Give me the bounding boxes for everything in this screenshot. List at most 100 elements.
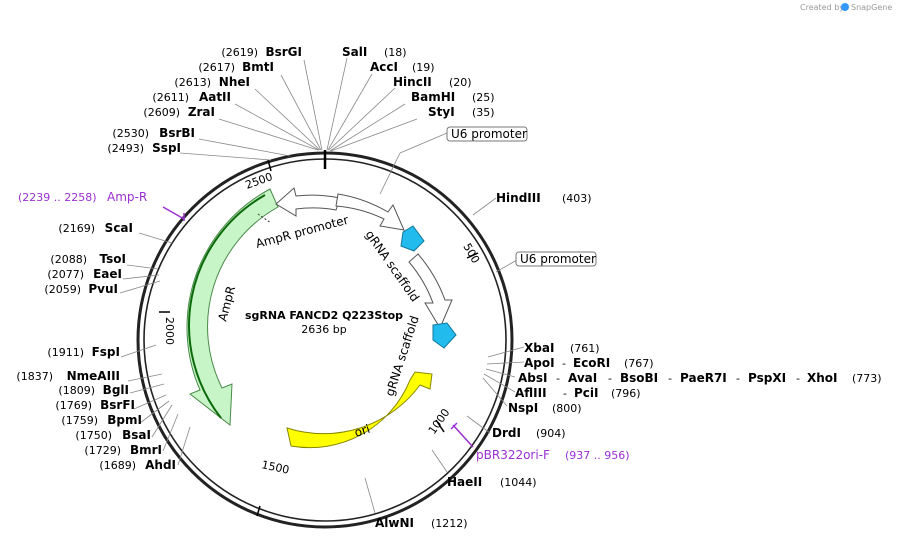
enzyme-nspi: NspI [508,401,538,415]
pbr322-label: pBR322ori-F [476,448,550,462]
leader-lines-right [326,57,525,514]
pos-xbai: (761) [570,342,600,355]
enzyme-pspxi: PspXI [748,371,786,385]
sep-absi-5: - [796,372,800,385]
enzyme-nhei: NheI [219,75,250,89]
pos-fspi: (1911) [47,346,84,359]
u6-promoter-2-box [515,251,597,267]
pos-bmri: (1729) [84,444,121,457]
enzyme-paer7i: PaeR7I [680,371,727,385]
pos-sali: (18) [384,46,407,59]
enzyme-aatii: AatII [199,90,231,104]
enzyme-pvui: PvuI [88,282,118,296]
pos-hindiii: (403) [562,192,592,205]
pos-bsai: (1750) [75,429,112,442]
pos-bsrgi: (2619) [221,46,258,59]
enzyme-haeii: HaeII [447,475,482,489]
ori-feature [286,371,433,449]
enzyme-alwni: AlwNI [375,516,414,530]
sep-absi-1: - [556,372,560,385]
enzyme-afliii: AflIII [515,386,547,400]
pos-haeii: (1044) [500,476,537,489]
enzyme-pcii: PciI [574,386,599,400]
enzyme-tsoi: TsoI [100,252,126,266]
pos-bgli: (1809) [58,384,95,397]
pos-bsrfi: (1769) [55,399,92,412]
tick-label-1000: 1000 [426,406,453,436]
enzyme-sali: SalI [342,45,367,59]
ampr-promoter-feature [275,187,341,217]
enzyme-xhoi: XhoI [807,371,838,385]
pos-scai: (2169) [58,222,95,235]
pos-tsoi: (2088) [50,253,87,266]
sep-absi-2: - [608,372,612,385]
pos-nhei: (2613) [174,76,211,89]
u6-promoter-1-label: U6 promoter [451,127,527,141]
enzyme-acci: AccI [370,60,398,74]
enzyme-bsai: BsaI [122,428,151,442]
enzyme-drdi: DrdI [492,426,521,440]
enzyme-bmti: BmtI [242,60,274,74]
pbr322-primer-line [452,424,474,448]
pos-bpmi: (1759) [61,414,98,427]
pos-afliii: (796) [611,387,641,400]
u6-promoter-1-feature [335,193,405,231]
pos-drdi: (904) [536,427,566,440]
sep-apoi: - [562,357,566,370]
u6-promoter-2-label: U6 promoter [520,252,596,266]
pos-aatii: (2611) [152,91,189,104]
enzyme-hincii: HincII [393,75,432,89]
pos-eaei: (2077) [47,268,84,281]
pos-alwni: (1212) [431,517,468,530]
sep-absi-3: - [668,372,672,385]
ampr-primer-bar [188,194,266,419]
leader-lines-left [119,59,323,466]
enzyme-xbai: XbaI [524,341,554,355]
enzyme-bsrbi: BsrBI [159,126,195,140]
enzyme-bgli: BglI [103,383,129,397]
pbr322-primer-mark [450,422,458,430]
credit-brand: SnapGene [851,3,892,12]
enzyme-scai: ScaI [105,221,133,235]
enzyme-bamhi: BamHI [411,90,455,104]
enzyme-bsrfi: BsrFI [100,398,135,412]
ampr-dashed-mark [257,213,272,224]
tick-500 [466,252,479,259]
enzyme-ecori: EcoRI [573,356,610,370]
pos-nspi: (800) [552,402,582,415]
snapgene-logo-icon [841,3,849,11]
tick-2500 [267,159,272,172]
enzyme-nmeaiii: NmeAIII [67,369,120,383]
enzyme-bsrgi: BsrGI [265,45,302,59]
grna-scaffold-1-feature [400,225,425,252]
pos-hincii: (20) [449,76,472,89]
sep-absi-4: - [736,372,740,385]
enzyme-zrai: ZraI [188,105,215,119]
pos-acci: (19) [412,61,435,74]
pos-sspi: (2493) [107,142,144,155]
enzyme-hindiii: HindIII [496,191,541,205]
pos-pvui: (2059) [44,283,81,296]
enzyme-bpmi: BpmI [107,413,142,427]
pos-styi: (35) [472,106,495,119]
enzyme-absi: AbsI [518,371,547,385]
tick-label-2500: 2500 [244,170,275,192]
pos-absi: (773) [852,372,882,385]
enzyme-avai: AvaI [568,371,597,385]
enzyme-apoi: ApoI [524,356,555,370]
tick-1000 [435,419,445,433]
pos-nmeaiii: (1837) [16,370,53,383]
amp-r-label: Amp-R [107,190,147,204]
pos-ahdi: (1689) [99,459,136,472]
pos-zrai: (2609) [143,106,180,119]
pos-apoi: (767) [624,357,654,370]
enzyme-ahdi: AhdI [145,458,176,472]
enzyme-bsobi: BsoBI [620,371,658,385]
ampr-promoter-label: AmpR promoter [254,213,350,251]
enzyme-styi: StyI [428,105,455,119]
enzyme-eaei: EaeI [93,267,122,281]
tick-label-2000: 2000 [163,317,176,345]
sep-afliii: - [563,387,567,400]
tick-1500 [256,505,261,517]
